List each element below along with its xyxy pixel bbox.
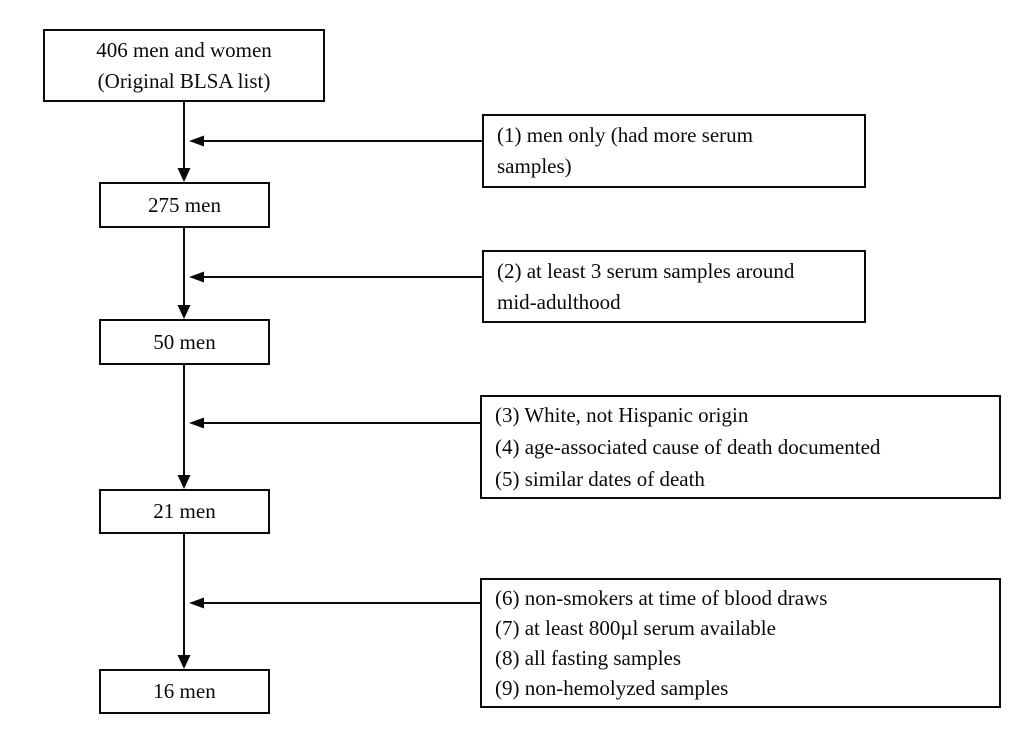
criteria-box-1: (1) men only (had more serum samples) — [482, 114, 866, 188]
flow-box-16-men-label: 16 men — [153, 679, 216, 703]
flow-box-21-men: 21 men — [99, 489, 270, 534]
criteria-3-line2: (4) age-associated cause of death docume… — [495, 435, 881, 459]
criteria-3-line1: (3) White, not Hispanic origin — [495, 403, 749, 427]
criteria-4-line2: (7) at least 800µl serum available — [495, 616, 776, 640]
arrow-down-2 — [177, 228, 191, 319]
arrow-left-2 — [189, 271, 482, 283]
flow-box-original-list-line2: (Original BLSA list) — [97, 68, 271, 93]
criteria-2-line1: (2) at least 3 serum samples around — [497, 258, 795, 283]
criteria-box-2: (2) at least 3 serum samples around mid-… — [482, 250, 866, 323]
arrow-left-3 — [189, 417, 480, 429]
criteria-4-line1: (6) non-smokers at time of blood draws — [495, 586, 828, 610]
criteria-3-line3: (5) similar dates of death — [495, 467, 705, 491]
criteria-box-4: (6) non-smokers at time of blood draws (… — [480, 578, 1001, 708]
flow-box-16-men: 16 men — [99, 669, 270, 714]
arrow-down-3 — [177, 365, 191, 489]
flow-box-original-list: 406 men and women (Original BLSA list) — [43, 29, 325, 102]
arrow-down-1 — [177, 102, 191, 182]
flow-box-275-men-label: 275 men — [148, 192, 221, 217]
flow-box-50-men-label: 50 men — [153, 329, 216, 354]
criteria-1-line1: (1) men only (had more serum — [497, 123, 754, 147]
arrow-left-1 — [189, 135, 482, 147]
arrow-left-4 — [189, 597, 480, 609]
flow-box-original-list-line1: 406 men and women — [96, 37, 272, 62]
arrow-down-4 — [177, 533, 191, 669]
criteria-box-3: (3) White, not Hispanic origin (4) age-a… — [480, 395, 1001, 499]
criteria-4-line3: (8) all fasting samples — [495, 646, 682, 670]
criteria-4-line4: (9) non-hemolyzed samples — [495, 676, 729, 700]
flow-box-50-men: 50 men — [99, 319, 270, 365]
flow-box-275-men: 275 men — [99, 182, 270, 228]
criteria-1-line2: samples) — [497, 154, 572, 178]
criteria-2-line2: mid-adulthood — [497, 289, 621, 314]
flow-box-21-men-label: 21 men — [153, 499, 216, 523]
